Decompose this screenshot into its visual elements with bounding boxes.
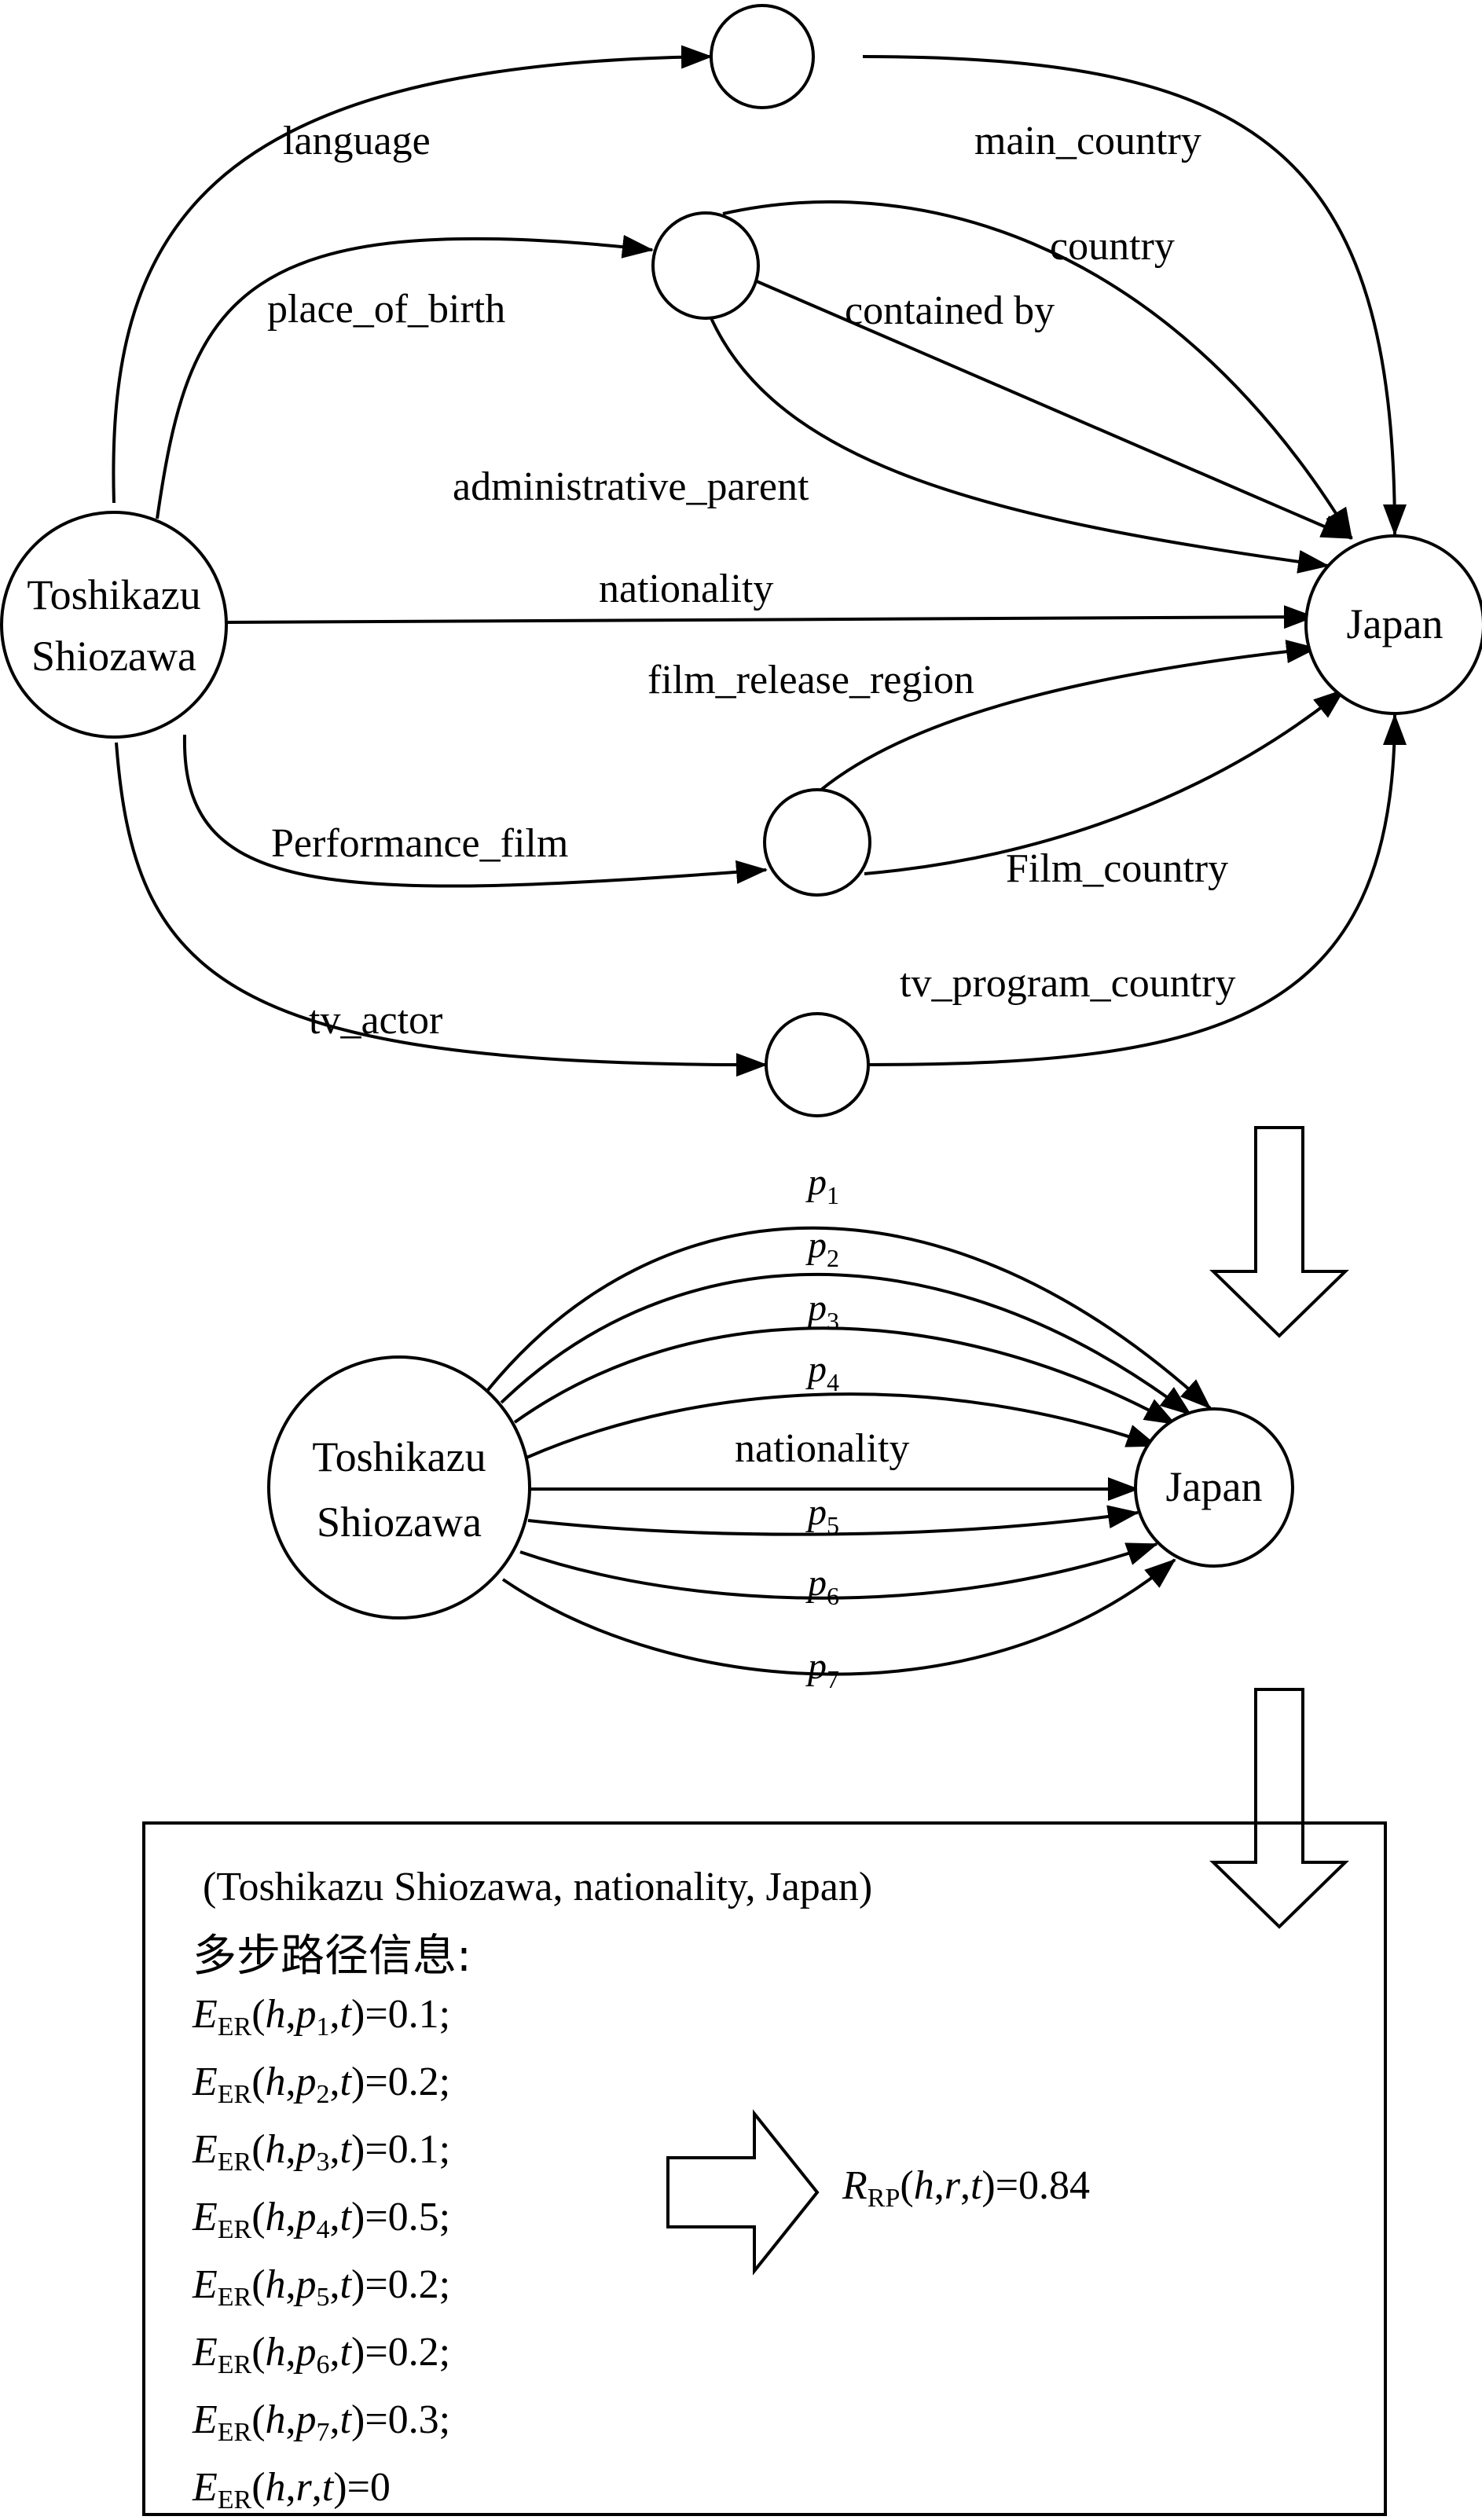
- tail-entity-label: Japan: [1347, 600, 1443, 647]
- label-film-country: Film_country: [1006, 846, 1228, 891]
- node-tv-program-intermediate: [765, 1012, 870, 1117]
- head-entity-line2: Shiozawa: [31, 633, 196, 680]
- node-japan-middle: [1134, 1407, 1294, 1568]
- label-main-country: main_country: [974, 119, 1201, 163]
- edge-country: [722, 200, 1353, 540]
- path-p1-edge: [486, 1226, 1212, 1410]
- path-label-p3: p3: [805, 1287, 839, 1335]
- result-box-content: (Toshikazu Shiozawa, nationality, Japan)…: [192, 1865, 1090, 2514]
- middle-graph: [267, 1226, 1294, 1676]
- path-label-p4: p4: [805, 1348, 839, 1396]
- result-triple: (Toshikazu Shiozawa, nationality, Japan): [203, 1865, 872, 1909]
- edge-film-release-region: [820, 640, 1318, 791]
- path-p4-edge: [526, 1392, 1158, 1459]
- edge-tv-program-country: [864, 713, 1407, 1066]
- score-line: EER(h,p6,t)=0.2;: [192, 2330, 450, 2379]
- score-line: EER(h,r,t)=0: [192, 2465, 391, 2514]
- middle-label-nationality: nationality: [735, 1426, 909, 1471]
- path-label-p1: p1: [805, 1161, 839, 1209]
- edge-film-country: [864, 688, 1345, 875]
- result-rp-value: 0.84: [1018, 2163, 1090, 2208]
- edge-main-country: [862, 55, 1407, 536]
- label-administrative-parent: administrative_parent: [453, 464, 809, 509]
- score-line: EER(h,p4,t)=0.5;: [192, 2195, 450, 2244]
- node-birthplace-intermediate: [651, 211, 760, 320]
- result-rp-formula: RRP(h,r,t)=0.84: [842, 2163, 1090, 2213]
- edge-performance-film: [182, 734, 768, 888]
- edge-place-of-birth: [156, 234, 654, 519]
- middle-graph-labels: Toshikazu Shiozawa Japan p1 p2 p3 p4 nat…: [312, 1161, 1262, 1693]
- label-nationality: nationality: [599, 567, 773, 611]
- node-toshikazu-shiozawa-top: [0, 511, 228, 739]
- label-place-of-birth: place_of_birth: [267, 287, 505, 332]
- node-language-intermediate: [710, 4, 815, 109]
- down-arrow-2: [1209, 1688, 1349, 1929]
- path-p6-edge: [519, 1542, 1158, 1600]
- path-label-p2: p2: [805, 1224, 839, 1272]
- path-p5-edge: [527, 1505, 1139, 1536]
- label-tv-actor: tv_actor: [309, 998, 442, 1043]
- path-label-p7: p7: [805, 1645, 839, 1693]
- down-arrow-1: [1209, 1126, 1349, 1338]
- score-line: EER(h,p5,t)=0.2;: [192, 2262, 450, 2312]
- label-performance-film: Performance_film: [271, 821, 568, 866]
- path-p7-edge: [501, 1558, 1176, 1676]
- score-line: EER(h,p7,t)=0.3;: [192, 2397, 450, 2447]
- path-label-p6: p6: [805, 1562, 839, 1610]
- label-country: country: [1050, 224, 1175, 269]
- score-line: EER(h,p2,t)=0.2;: [192, 2060, 450, 2109]
- node-toshikazu-shiozawa-middle: [267, 1355, 531, 1619]
- edge-contained-by: [756, 280, 1353, 540]
- edge-language: [112, 45, 713, 504]
- edge-nationality: [226, 605, 1315, 629]
- label-film-release-region: film_release_region: [647, 658, 974, 702]
- middle-head-line2: Shiozawa: [317, 1498, 482, 1546]
- middle-tail-label: Japan: [1166, 1463, 1263, 1510]
- result-heading: 多步路径信息:: [193, 1931, 471, 1982]
- head-entity-line1: Toshikazu: [27, 571, 200, 618]
- label-language: language: [283, 119, 431, 163]
- result-box: [142, 1821, 1387, 2516]
- label-contained-by: contained by: [845, 288, 1055, 333]
- score-lines: EER(h,p1,t)=0.1; EER(h,p2,t)=0.2; EER(h,p3…: [192, 1992, 450, 2514]
- score-line: EER(h,p1,t)=0.1;: [192, 1992, 450, 2041]
- path-label-p5: p5: [805, 1491, 839, 1539]
- node-film-intermediate: [763, 788, 871, 897]
- path-p2-edge: [500, 1272, 1192, 1416]
- edge-administrative-parent: [710, 317, 1330, 574]
- score-line: EER(h,p3,t)=0.1;: [192, 2127, 450, 2177]
- label-tv-program-country: tv_program_country: [900, 961, 1235, 1006]
- node-japan-top: [1304, 534, 1482, 715]
- top-graph-labels: Toshikazu Shiozawa Japan language main_c…: [27, 119, 1443, 1043]
- right-arrow: [666, 2109, 820, 2276]
- edge-tv-actor: [115, 742, 768, 1077]
- middle-head-line1: Toshikazu: [312, 1433, 486, 1480]
- top-graph: [0, 4, 1482, 1117]
- path-p3-edge: [513, 1326, 1176, 1425]
